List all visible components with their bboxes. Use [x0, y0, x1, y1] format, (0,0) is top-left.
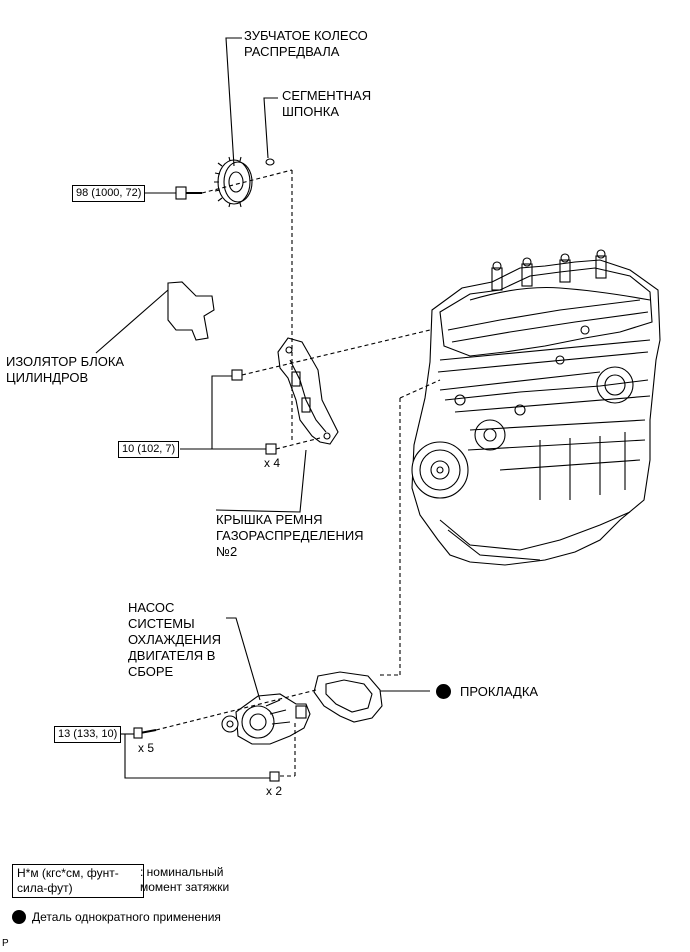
qty-pump-bolts: x 5: [138, 741, 155, 755]
camshaft-gear-bolt: [175, 186, 202, 200]
label-water-pump-line4: ДВИГАТЕЛЯ В: [128, 648, 216, 663]
legend-torque-desc-line1: : номинальный: [140, 865, 224, 879]
legend-torque-desc: : номинальный момент затяжки: [140, 865, 229, 895]
torque-gear-bolt: 98 (1000, 72): [72, 185, 146, 202]
label-water-pump-line2: СИСТЕМЫ: [128, 616, 195, 631]
qty-pump-nuts: x 2: [266, 784, 283, 798]
label-water-pump-line1: НАСОС: [128, 600, 175, 615]
label-timing-cover-line3: №2: [216, 544, 238, 559]
gasket: [313, 671, 383, 723]
leader-lines: [95, 37, 430, 779]
label-block-insulator: ИЗОЛЯТОР БЛОКА ЦИЛИНДРОВ: [6, 354, 124, 386]
torque-cover-bolts: 10 (102, 7): [118, 441, 180, 458]
legend-torque-box-line1: Н*м (кгс*см, фунт-: [17, 866, 119, 880]
timing-belt-cover: [277, 337, 339, 445]
label-timing-cover-line1: КРЫШКА РЕМНЯ: [216, 512, 323, 527]
label-block-insulator-line2: ЦИЛИНДРОВ: [6, 370, 89, 385]
label-water-pump-line5: СБОРЕ: [128, 664, 174, 679]
label-segment-key: СЕГМЕНТНАЯ ШПОНКА: [282, 88, 371, 120]
cover-bolt: [265, 443, 277, 455]
label-segment-key-line1: СЕГМЕНТНАЯ: [282, 88, 372, 103]
segment-key: [265, 158, 275, 166]
label-gasket: ПРОКЛАДКА: [460, 684, 539, 699]
label-camshaft-gear: ЗУБЧАТОЕ КОЛЕСО РАСПРЕДВАЛА: [244, 28, 368, 60]
torque-pump-bolts: 13 (133, 10): [54, 726, 122, 743]
label-block-insulator-line1: ИЗОЛЯТОР БЛОКА: [6, 354, 125, 369]
label-segment-key-line2: ШПОНКА: [282, 104, 340, 119]
cover-nut: [231, 369, 243, 381]
engine-assembly: [411, 249, 661, 566]
legend-non-reusable-dot: [12, 910, 26, 924]
legend-torque-desc-line2: момент затяжки: [140, 880, 230, 894]
label-water-pump-line3: ОХЛАЖДЕНИЯ: [128, 632, 221, 647]
pump-bolt: [139, 729, 157, 734]
water-pump-assembly: [221, 693, 311, 745]
label-camshaft-gear-line2: РАСПРЕДВАЛА: [244, 44, 340, 59]
corner-mark: P: [2, 938, 9, 949]
pump-nut: [269, 771, 280, 782]
assembly-lines: [155, 169, 441, 777]
legend-non-reusable-text: Деталь однократного применения: [32, 910, 221, 924]
camshaft-gear: [214, 156, 253, 208]
non-reusable-dot-gasket: [436, 684, 451, 699]
qty-cover-bolts: x 4: [264, 456, 281, 470]
label-camshaft-gear-line1: ЗУБЧАТОЕ КОЛЕСО: [244, 28, 368, 43]
label-water-pump: НАСОС СИСТЕМЫ ОХЛАЖДЕНИЯ ДВИГАТЕЛЯ В СБО…: [128, 600, 221, 680]
legend-torque-box-line2: сила-фут): [17, 881, 73, 895]
block-insulator: [167, 281, 215, 341]
label-timing-cover-line2: ГАЗОРАСПРЕДЕЛЕНИЯ: [216, 528, 364, 543]
label-timing-cover: КРЫШКА РЕМНЯ ГАЗОРАСПРЕДЕЛЕНИЯ №2: [216, 512, 364, 560]
legend-torque-box: Н*м (кгс*см, фунт- сила-фут): [12, 864, 144, 898]
